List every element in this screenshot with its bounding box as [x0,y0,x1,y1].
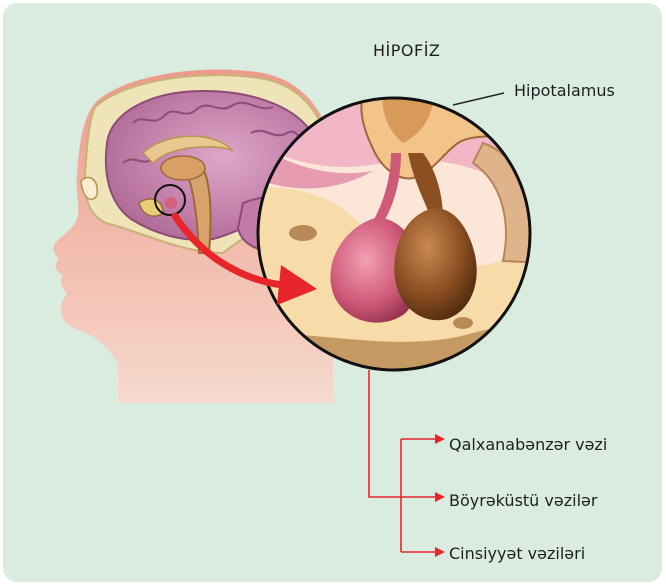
diagram-title: HİPOFİZ [373,41,440,60]
hypothalamus-leader [453,93,504,105]
output-arrowheads [435,434,445,557]
target-label-adrenal: Böyrəküstü vəzilər [449,491,597,510]
hypothalamus-label: Hipotalamus [514,81,615,100]
target-label-gonads: Cinsiyyət vəziləri [449,544,585,563]
output-connectors [369,370,435,552]
diagram-panel: HİPOFİZ Hipotalamus Qalxanabənzər vəzi B… [3,3,662,582]
target-label-thyroid: Qalxanabənzər vəzi [449,435,607,454]
